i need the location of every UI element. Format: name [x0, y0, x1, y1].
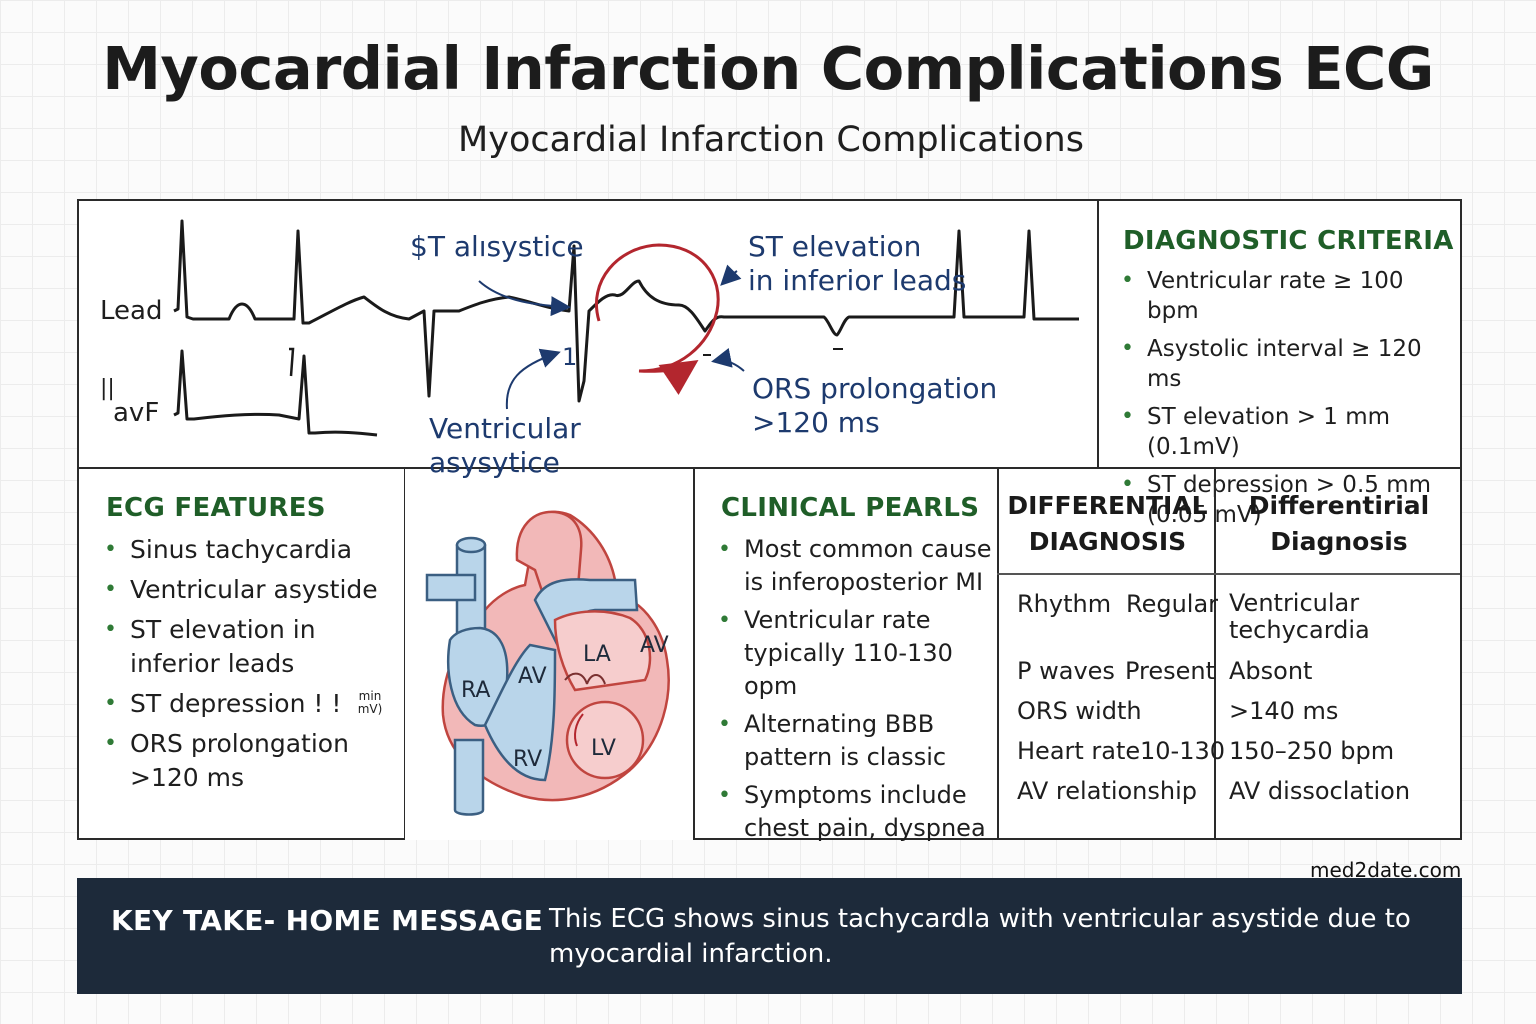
diff-row-right: Absont: [1229, 657, 1313, 685]
page-subtitle: Myocardial Infarction Complications: [458, 120, 1084, 160]
ecg-marker-top: [289, 347, 295, 377]
key-message-text: This ECG shows sinus tachycardla with ve…: [549, 904, 1411, 969]
st-elevation-arrow: [720, 264, 742, 286]
diff-row-right: AV dissoclation: [1229, 777, 1411, 805]
label-rv: RV: [513, 747, 542, 772]
lead-label-prefix: ||: [100, 376, 115, 401]
aortic-arch: [515, 510, 583, 602]
annotation-qrs-line1: ORS prolongation: [752, 372, 998, 405]
right-ventricle: [483, 643, 557, 782]
label-la: LA: [583, 642, 611, 667]
criteria-item: Ventricular rate ≥ 100 bpm: [1117, 266, 1462, 326]
feature-item: ST elevation in inferior leads: [100, 613, 400, 681]
annotation-ventricular-line2: asysytice: [429, 446, 560, 479]
feature-item: Sinus tachycardia: [100, 533, 400, 567]
diff-row-right: >140 ms: [1229, 697, 1339, 725]
qrs-arrow: [711, 348, 745, 372]
features-small-note: min mV): [357, 689, 383, 716]
label-av-inner: AV: [518, 664, 547, 689]
label-lv: LV: [591, 736, 616, 761]
feature-item: ST depression ! !: [100, 687, 400, 721]
annotation-st-asystole: $T alısystice: [410, 230, 584, 263]
label-av-outer: AV: [640, 633, 669, 658]
pearl-item: Symptoms include chest pain, dyspnea: [714, 779, 999, 845]
diff-row-label: ORS width: [1017, 697, 1142, 725]
diff-row-label: P waves: [1017, 657, 1115, 685]
left-ventricle: [565, 700, 645, 780]
ventricle-arrow: [574, 713, 584, 747]
annotation-ventricular-line1: Ventricular: [429, 412, 581, 445]
diff-row-label: Heart rate: [1017, 737, 1141, 765]
annotation-marker: 1: [562, 343, 578, 371]
diff-row-label: Rhythm: [1017, 590, 1112, 618]
criteria-list: Ventricular rate ≥ 100 bpm Asystolic int…: [1117, 266, 1462, 538]
pulmonary-vein-left: [425, 573, 477, 602]
st-elevation-circle: [595, 243, 720, 395]
left-atrium: [553, 610, 652, 692]
lead-label-top: Lead: [100, 296, 163, 326]
inferior-vena-cava: [453, 738, 485, 816]
annotation-qrs-line2: >120 ms: [752, 406, 880, 439]
heart-illustration: RA AV LA AV RV LV: [425, 510, 670, 816]
ecg-trace-lead-avf: [173, 349, 378, 437]
diff-row-value: Regular: [1126, 590, 1219, 618]
pearls-list: Most common cause is inferoposterior MI …: [714, 533, 999, 850]
diff-row-right: 150–250 bpm: [1229, 737, 1395, 765]
ventricular-arrow: [505, 348, 561, 410]
pearl-item: Most common cause is inferoposterior MI: [714, 533, 999, 599]
pearls-title: CLINICAL PEARLS: [721, 493, 980, 523]
differential-head-left: DIFFERENTIAL DIAGNOSIS: [1007, 491, 1208, 556]
annotation-st-elevation-line1: ST elevation: [748, 230, 922, 263]
page-title: Myocardial Infarction Complications ECG: [102, 34, 1434, 103]
annotation-st-elevation-line2: in inferior leads: [748, 264, 967, 297]
features-title: ECG FEATURES: [106, 493, 326, 523]
feature-item: Ventricular asystide: [100, 573, 400, 607]
criteria-item: ST elevation > 1 mm (0.1mV): [1117, 402, 1462, 462]
criteria-item: ST depression > 0.5 mm (0.05 mV): [1117, 470, 1462, 530]
pearl-item: Alternating BBB pattern is classic: [714, 708, 999, 774]
key-message-label: KEY TAKE- HOME MESSAGE: [111, 904, 544, 937]
criteria-title: DIAGNOSTIC CRITERIA: [1123, 226, 1454, 256]
differential-divider: [1214, 467, 1216, 840]
differential-head-right: Differentirial Diagnosis: [1248, 491, 1430, 556]
ecg-trace-lead-top: [173, 219, 1079, 403]
differential-header-rule: [997, 573, 1460, 575]
criteria-panel: [1097, 199, 1462, 469]
lead-label-avf: avF: [113, 398, 160, 428]
diff-row-value: Present: [1125, 657, 1216, 685]
mitral-valve: [564, 672, 606, 685]
diff-row-value: 10-130: [1140, 737, 1226, 765]
feature-item: ORS prolongation >120 ms: [100, 727, 400, 795]
diff-row-right: Ventricular techycardia: [1229, 589, 1370, 644]
st-asystole-arrow: [478, 280, 571, 317]
label-ra: RA: [461, 678, 490, 703]
vena-cava-opening: [455, 536, 487, 554]
diff-row-label: AV relationship: [1017, 777, 1197, 805]
key-message-banner: [77, 878, 1462, 994]
features-list: Sinus tachycardia Ventricular asystide S…: [100, 533, 400, 801]
pearl-item: Ventricular rate typically 110-130 opm: [714, 604, 999, 703]
criteria-item: Asystolic interval ≥ 120 ms: [1117, 334, 1462, 394]
ecg-tracing: [173, 219, 1079, 437]
